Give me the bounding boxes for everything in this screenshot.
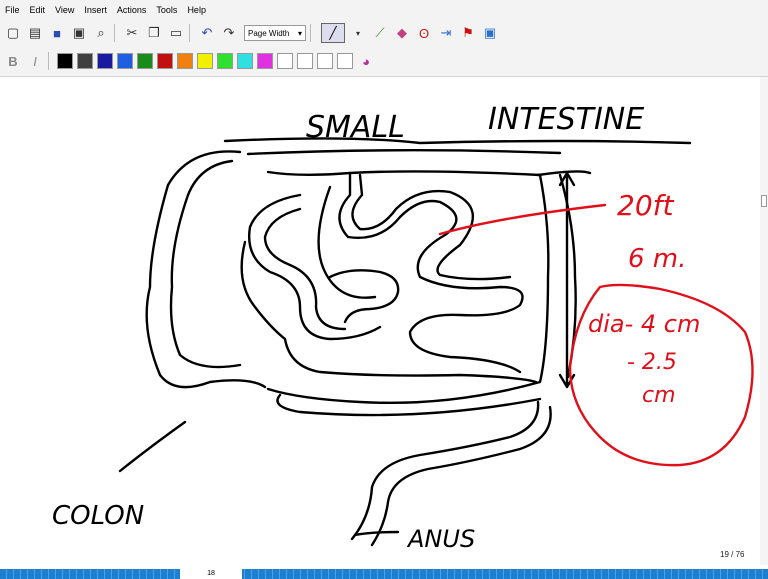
- main-toolbar: ▢ ▤ ■ ▣ ⌕ ✂ ❐ ▭ ↶ ↷ Page Width ▾ ╱ ▾ ⟋ ◆…: [0, 20, 768, 46]
- coil-4: [265, 209, 345, 329]
- color-swatch-navy[interactable]: [97, 53, 113, 69]
- chevron-down-icon: ▾: [298, 29, 302, 38]
- divider: [310, 24, 311, 42]
- zoom-value: Page Width: [248, 29, 289, 38]
- menu-actions[interactable]: Actions: [112, 5, 152, 15]
- color-swatch-green[interactable]: [137, 53, 153, 69]
- format-toolbar: B I ◕: [0, 46, 768, 77]
- flag-icon[interactable]: ⚑: [459, 24, 477, 42]
- label-colon: COLON: [52, 501, 144, 531]
- label-anus: ANUS: [406, 525, 475, 553]
- diameter-text-1: dia- 4 cm: [588, 310, 700, 338]
- length-pointer-line: [440, 205, 605, 234]
- divider: [114, 24, 115, 42]
- divider: [189, 24, 190, 42]
- open-icon[interactable]: ▤: [26, 24, 44, 42]
- title-small: SMALL: [306, 110, 405, 145]
- length-meters: 6 m.: [628, 244, 686, 274]
- status-page-field: 18: [180, 569, 242, 579]
- zoom-select[interactable]: Page Width ▾: [244, 25, 306, 41]
- save-icon[interactable]: ■: [48, 24, 66, 42]
- color-swatch-empty[interactable]: [337, 53, 353, 69]
- menu-tools[interactable]: Tools: [151, 5, 182, 15]
- colon-inner-left: [171, 161, 240, 367]
- paste-icon[interactable]: ▭: [167, 24, 185, 42]
- color-swatch-empty[interactable]: [317, 53, 333, 69]
- find-icon[interactable]: ⌕: [92, 24, 110, 42]
- color-swatch-yellow[interactable]: [197, 53, 213, 69]
- copy-icon[interactable]: ❐: [145, 24, 163, 42]
- highlighter-icon[interactable]: ⟋: [371, 24, 389, 42]
- color-swatch-empty[interactable]: [297, 53, 313, 69]
- whiteboard-drawing: SMALL INTESTINE COLON ANUS 20ft 6 m. dia…: [0, 77, 760, 565]
- new-page-icon[interactable]: ▢: [4, 24, 22, 42]
- print-icon[interactable]: ▣: [70, 24, 88, 42]
- undo-icon[interactable]: ↶: [198, 24, 216, 42]
- length-feet: 20ft: [617, 189, 674, 222]
- colon-pointer-line: [120, 422, 185, 471]
- insert-space-icon[interactable]: ⇥: [437, 24, 455, 42]
- pen-tool-icon[interactable]: ╱: [321, 23, 345, 43]
- chevron-down-icon[interactable]: ▾: [349, 24, 367, 42]
- anus-pointer-line: [355, 532, 398, 535]
- scroll-thumb[interactable]: [761, 195, 767, 207]
- status-bar: [0, 569, 768, 579]
- color-swatch-orange[interactable]: [177, 53, 193, 69]
- rectum-left: [352, 402, 538, 539]
- redo-icon[interactable]: ↷: [220, 24, 238, 42]
- coil-7: [319, 187, 375, 298]
- color-swatch-cyan[interactable]: [237, 53, 253, 69]
- menu-insert[interactable]: Insert: [79, 5, 112, 15]
- color-picker-icon[interactable]: ◕: [357, 52, 375, 70]
- color-swatch-empty[interactable]: [277, 53, 293, 69]
- cut-icon[interactable]: ✂: [123, 24, 141, 42]
- vertical-scrollbar[interactable]: [760, 77, 768, 565]
- coil-6: [330, 270, 398, 322]
- title-underline: [225, 138, 690, 143]
- color-swatch-black[interactable]: [57, 53, 73, 69]
- color-swatch-gray[interactable]: [77, 53, 93, 69]
- colon-top-line: [248, 150, 560, 154]
- drawing-canvas[interactable]: SMALL INTESTINE COLON ANUS 20ft 6 m. dia…: [0, 77, 760, 565]
- menu-file[interactable]: File: [0, 5, 25, 15]
- diameter-text-3: cm: [642, 383, 676, 408]
- italic-button[interactable]: I: [26, 52, 44, 70]
- lasso-icon[interactable]: ʘ: [415, 24, 433, 42]
- colon-outer-left: [147, 151, 265, 387]
- menu-edit[interactable]: Edit: [25, 5, 51, 15]
- color-swatch-lime[interactable]: [217, 53, 233, 69]
- coil-3: [249, 195, 380, 339]
- divider: [48, 52, 49, 70]
- menu-help[interactable]: Help: [182, 5, 211, 15]
- color-swatch-blue[interactable]: [117, 53, 133, 69]
- eraser-icon[interactable]: ◆: [393, 24, 411, 42]
- page-counter: 19 / 76: [720, 550, 744, 559]
- color-swatch-magenta[interactable]: [257, 53, 273, 69]
- coil-1: [339, 173, 522, 372]
- coil-2: [352, 175, 510, 279]
- screen-clip-icon[interactable]: ▣: [481, 24, 499, 42]
- menu-view[interactable]: View: [50, 5, 79, 15]
- bold-button[interactable]: B: [4, 52, 22, 70]
- color-swatch-red[interactable]: [157, 53, 173, 69]
- title-intestine: INTESTINE: [488, 102, 644, 137]
- menu-bar: File Edit View Insert Actions Tools Help: [0, 0, 768, 20]
- diameter-text-2: - 2.5: [627, 350, 677, 375]
